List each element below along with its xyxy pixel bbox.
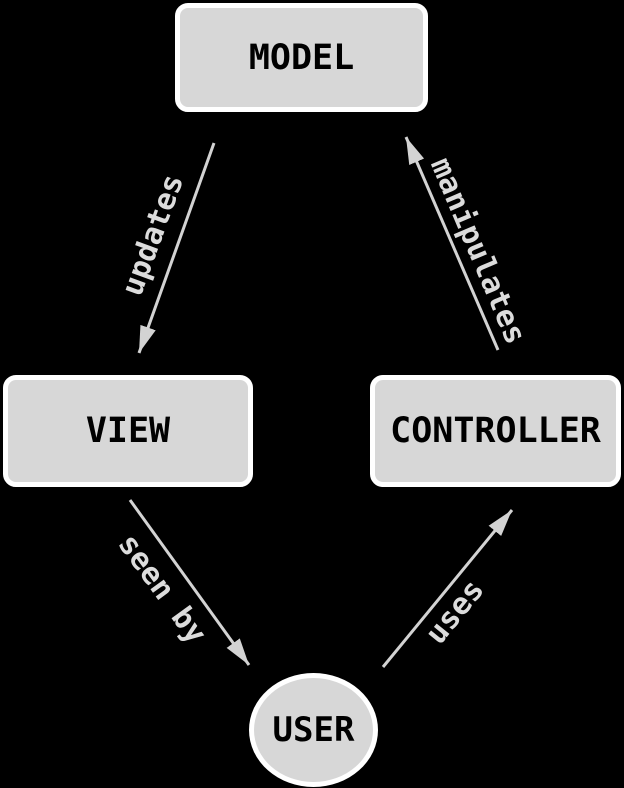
node-controller-label: CONTROLLER: [390, 411, 601, 451]
node-view: VIEW: [3, 375, 253, 487]
node-model-label: MODEL: [248, 37, 355, 78]
edge-user-to-controller: [381, 509, 514, 668]
node-model: MODEL: [175, 3, 428, 112]
edge-controller-to-model: [404, 136, 500, 351]
edge-view-to-user: [128, 499, 251, 666]
node-controller: CONTROLLER: [370, 375, 621, 487]
edge-model-to-view: [137, 142, 216, 354]
node-user: USER: [249, 673, 378, 787]
node-view-label: VIEW: [85, 411, 171, 451]
node-user-label: USER: [272, 710, 355, 750]
